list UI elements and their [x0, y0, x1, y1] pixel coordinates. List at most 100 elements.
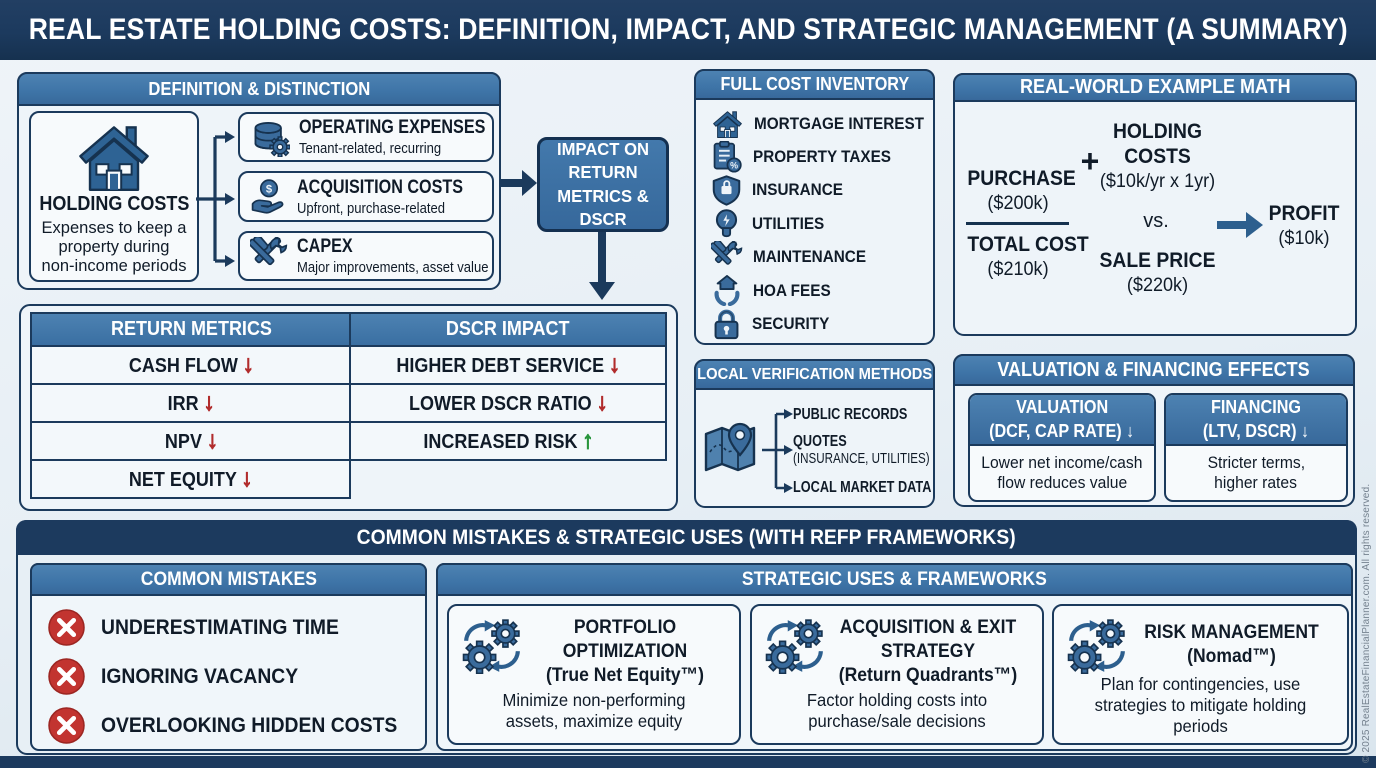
inventory-item: MORTGAGE INTEREST: [711, 107, 929, 140]
up-arrow: ↑: [582, 426, 594, 454]
inventory-item-label: UTILITIES: [752, 213, 825, 233]
verification-panel-title: LOCAL VERIFICATION METHODS: [696, 365, 933, 383]
effects-panel: VALUATION & FINANCING EFFECTS VALUATION …: [953, 354, 1355, 507]
definition-panel-header: DEFINITION & DISTINCTION: [17, 72, 501, 106]
irr-cell: IRR ↓: [32, 385, 351, 421]
inventory-item: PROPERTY TAXES: [711, 140, 929, 173]
purchase-block: PURCHASE ($200k): [963, 167, 1075, 216]
padlock-icon: [711, 309, 742, 340]
arrow-right-to-impact: [501, 170, 537, 196]
inventory-panel-title: FULL COST INVENTORY: [720, 74, 909, 94]
verification-item: PUBLIC RECORDS: [793, 406, 933, 424]
sale-price-block: SALE PRICE ($220k): [1085, 249, 1230, 298]
common-mistakes-panel: COMMON MISTAKES UNDERESTIMATING TIME IGN…: [30, 563, 427, 751]
x-circle-icon: [48, 707, 85, 744]
plus-sign-label: +: [1080, 143, 1100, 179]
sum-line: [966, 222, 1069, 225]
holding-desc-line: Expenses to keep a: [41, 219, 187, 237]
holding-line2: COSTS: [1124, 144, 1191, 168]
definition-panel: DEFINITION & DISTINCTION HOLDING COSTS E…: [17, 72, 501, 290]
valuation-body-line2: flow reduces value: [997, 474, 1127, 492]
net-equity-cell: NET EQUITY ↓: [32, 461, 349, 497]
example-math-panel-header: REAL-WORLD EXAMPLE MATH: [953, 73, 1357, 102]
effects-panel-header: VALUATION & FINANCING EFFECTS: [953, 354, 1355, 386]
total-cost-block: TOTAL COST ($210k): [963, 233, 1088, 282]
financing-box-body: Stricter terms, higher rates: [1166, 446, 1346, 500]
metrics-table: RETURN METRICS DSCR IMPACT CASH FLOW ↓ H…: [30, 312, 667, 499]
cell-label: IRR ↓: [168, 388, 216, 417]
house-icon: [713, 110, 742, 138]
valuation-box-header: VALUATION (DCF, CAP RATE) ↓: [970, 395, 1154, 446]
strategy-desc-line: periods: [1173, 716, 1228, 736]
inventory-item: HOA FEES: [711, 274, 929, 307]
strategy-desc-line: Minimize non-performing: [502, 690, 686, 710]
mistake-label: UNDERESTIMATING TIME: [101, 615, 339, 639]
inventory-item: UTILITIES: [711, 207, 929, 240]
metric-text: NPV: [165, 431, 203, 453]
gears-cycle-icon: [462, 618, 522, 674]
portfolio-optimization-title: PORTFOLIO OPTIMIZATION (True Net Equity™…: [515, 615, 735, 688]
acquisition-costs-box: ACQUISITION COSTS Upfront, purchase-rela…: [238, 171, 494, 222]
acquisition-exit-box: ACQUISITION & EXIT STRATEGY (Return Quad…: [750, 604, 1044, 745]
strategy-desc-line: purchase/sale decisions: [808, 711, 986, 731]
capex-box: CAPEX Major improvements, asset value: [238, 231, 494, 281]
hammer-wrench-icon: [250, 237, 288, 266]
mistake-label: IGNORING VACANCY: [101, 664, 299, 688]
strategy-title-line: OPTIMIZATION: [562, 640, 688, 663]
cell-label: INCREASED RISK ↑: [423, 426, 594, 455]
lightbulb-icon: [715, 209, 738, 238]
valuation-box: VALUATION (DCF, CAP RATE) ↓ Lower net in…: [968, 393, 1156, 502]
metric-text: NET EQUITY: [128, 469, 237, 491]
profit-block: PROFIT ($10k): [1258, 202, 1350, 251]
sale-price-value: ($220k): [1126, 274, 1189, 296]
inventory-item-label: PROPERTY TAXES: [753, 147, 892, 167]
strategy-desc-line: Factor holding costs into: [806, 690, 988, 710]
purchase-value: ($200k): [987, 192, 1049, 214]
operating-expenses-box: OPERATING EXPENSES Tenant-related, recur…: [238, 112, 494, 162]
table-column-divider: [349, 312, 351, 499]
hammer-wrench-icon: [711, 241, 743, 266]
inventory-item: MAINTENANCE: [711, 241, 929, 274]
down-arrow: ↓: [243, 350, 255, 378]
strategy-desc-line: assets, maximize equity: [505, 711, 683, 731]
risk-management-box: RISK MANAGEMENT (Nomad™) Plan for contin…: [1052, 604, 1349, 745]
return-metrics-header-label: RETURN METRICS: [110, 318, 272, 340]
inventory-item-label: INSURANCE: [752, 180, 843, 200]
strategy-title-line: ACQUISITION & EXIT: [839, 616, 1017, 638]
x-circle-icon: [48, 609, 85, 646]
x-circle-icon: [48, 658, 85, 695]
table-row: IRR ↓ LOWER DSCR RATIO ↓: [30, 385, 667, 423]
cell-label: CASH FLOW ↓: [129, 350, 255, 379]
holding-value: ($10k/yr x 1yr): [1099, 170, 1216, 192]
arrow-down-to-table: [589, 232, 615, 300]
higher-debt-service-cell: HIGHER DEBT SERVICE ↓: [351, 347, 665, 383]
mistake-item: IGNORING VACANCY: [48, 658, 315, 695]
inventory-panel: FULL COST INVENTORY MORTGAGE INTEREST PR…: [694, 69, 935, 345]
down-arrow: ↓: [204, 388, 216, 416]
verification-item: LOCAL MARKET DATA: [793, 479, 962, 497]
effects-panel-title: VALUATION & FINANCING EFFECTS: [997, 358, 1311, 381]
table-row: CASH FLOW ↓ HIGHER DEBT SERVICE ↓: [30, 347, 667, 385]
down-arrow: ↓: [207, 426, 219, 454]
metric-text: HIGHER DEBT SERVICE: [396, 355, 604, 377]
total-cost-value: ($210k): [987, 258, 1049, 280]
acquisition-costs-title: ACQUISITION COSTS: [297, 176, 464, 198]
strategy-title-line: (True Net Equity™): [546, 664, 704, 687]
valuation-body-line1: Lower net income/cash: [981, 454, 1143, 473]
strategy-title-line: (Return Quadrants™): [838, 664, 1018, 687]
inventory-item-label: MAINTENANCE: [753, 247, 867, 267]
risk-management-title: RISK MANAGEMENT (Nomad™): [1120, 620, 1343, 668]
holding-costs-block: HOLDING COSTS ($10k/yr x 1yr): [1085, 120, 1230, 194]
holding-desc-line: non-income periods: [41, 257, 187, 276]
table-row: NET EQUITY ↓: [30, 461, 351, 499]
gears-cycle-icon: [765, 618, 825, 674]
inventory-item: SECURITY: [711, 307, 929, 340]
coin-hand-icon: [251, 178, 284, 214]
capex-desc: Major improvements, asset value: [297, 259, 489, 276]
strategy-title-line: (Nomad™): [1187, 645, 1276, 668]
financing-box: FINANCING (LTV, DSCR) ↓ Stricter terms, …: [1164, 393, 1348, 502]
bottom-section-panel: COMMON MISTAKES & STRATEGIC USES (WITH R…: [16, 520, 1357, 755]
verification-panel-header: LOCAL VERIFICATION METHODS: [694, 359, 935, 390]
